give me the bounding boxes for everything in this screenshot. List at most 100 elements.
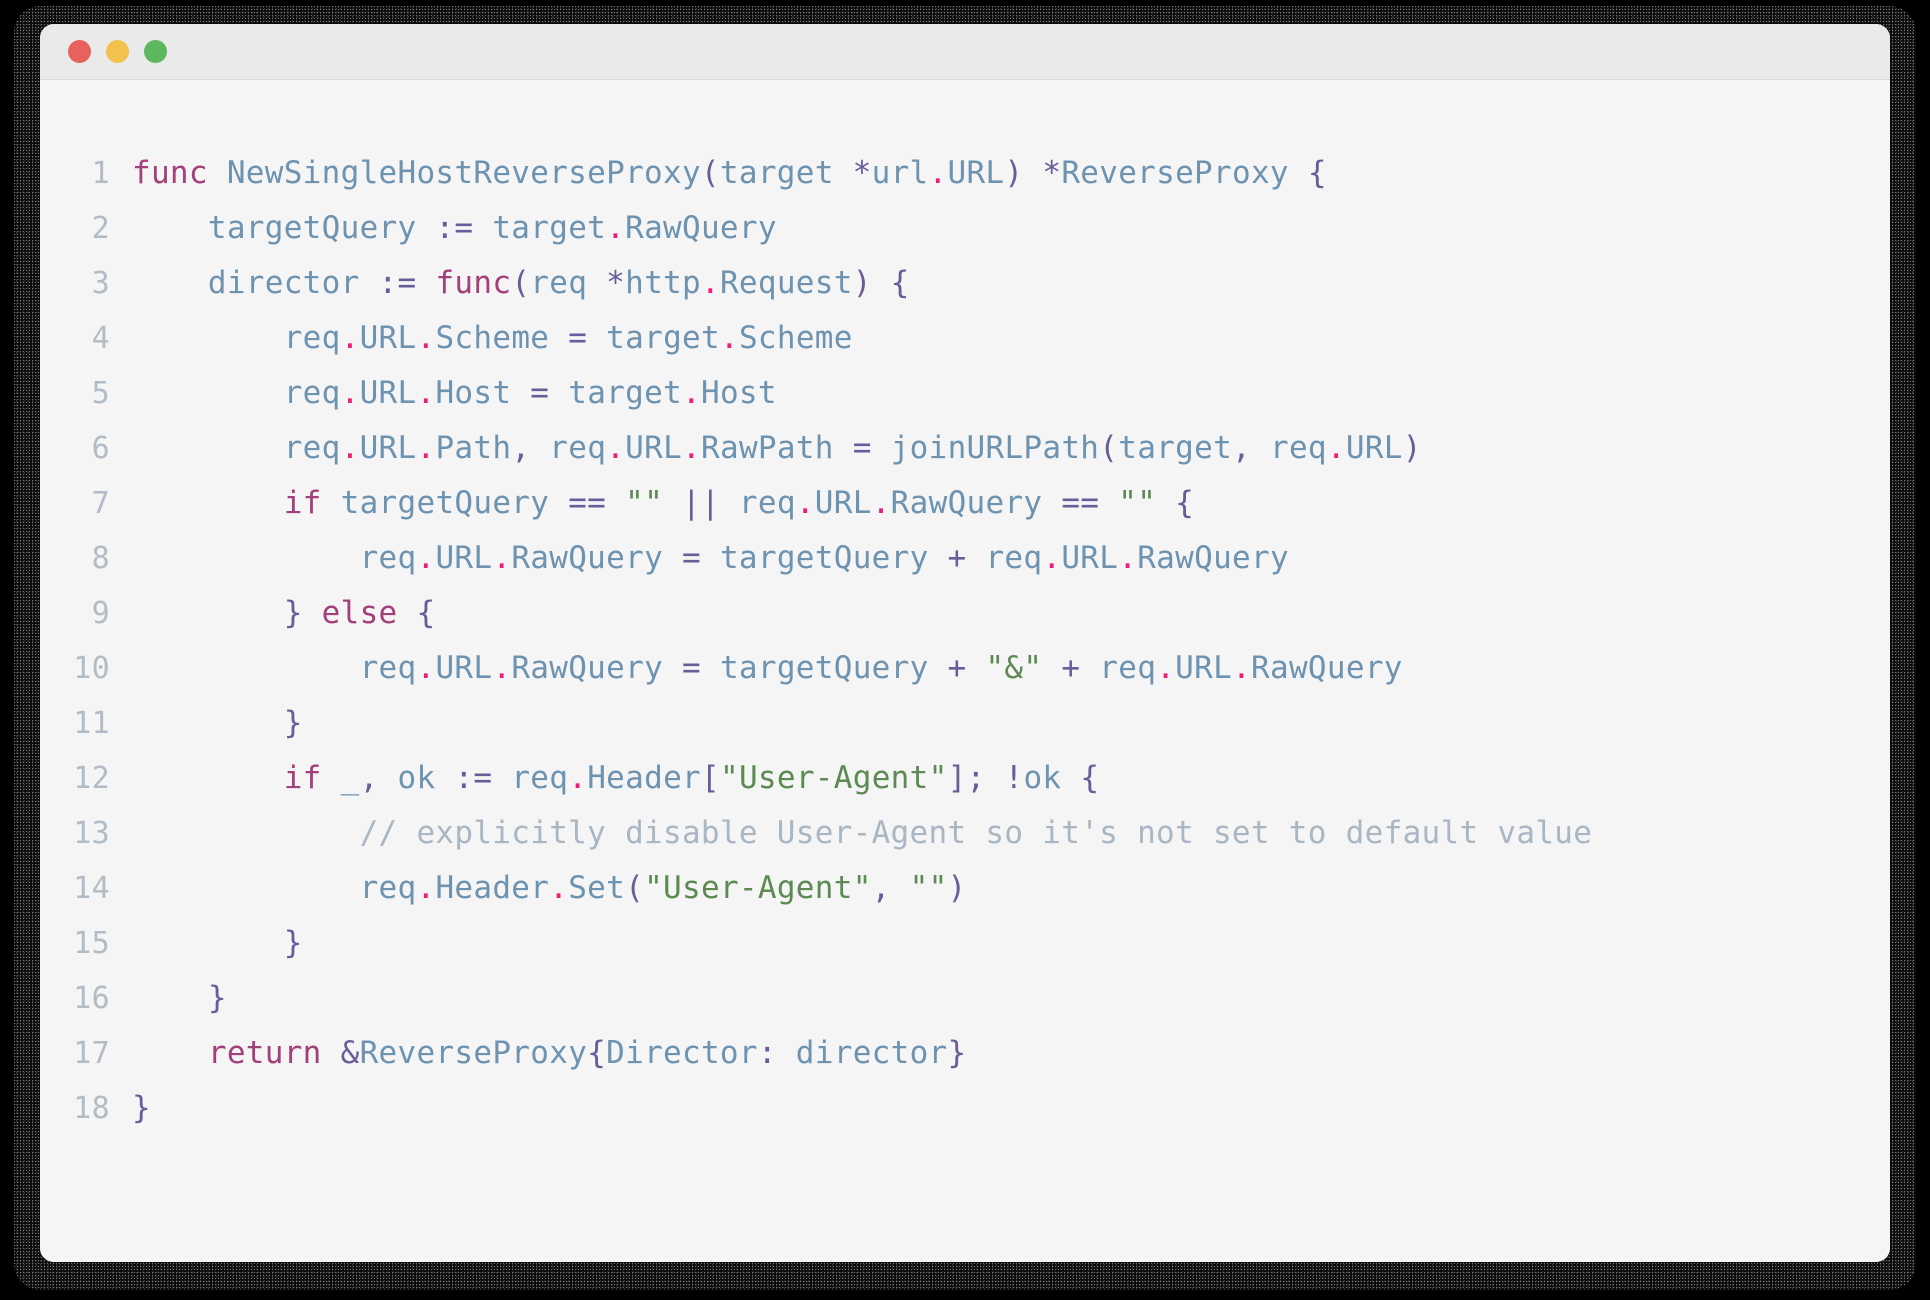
code-line: 6 req.URL.Path, req.URL.RawPath = joinUR… [40, 421, 1890, 476]
code-token-id: director [207, 265, 360, 301]
code-token-com: // explicitly disable User-Agent so it's… [359, 815, 1593, 851]
code-token-id [132, 760, 284, 796]
code-token-id [1251, 430, 1270, 466]
code-token-pun: ) [947, 870, 967, 906]
code-token-id: url [871, 155, 929, 191]
code-line-text: if targetQuery == "" || req.URL.RawQuery… [132, 476, 1194, 531]
code-token-dot2: . [549, 870, 569, 906]
code-token-pun: } [283, 705, 303, 741]
code-token-pun: + [947, 540, 967, 576]
code-token-id: req [1099, 650, 1157, 686]
code-token-id: Set [568, 870, 626, 906]
code-line: 3 director := func(req *http.Request) { [40, 256, 1890, 311]
code-token-id [511, 375, 530, 411]
line-number: 13 [73, 816, 110, 851]
code-token-id: targetQuery [207, 210, 417, 246]
code-line: 9 } else { [40, 586, 1890, 641]
window-titlebar[interactable] [40, 24, 1890, 80]
maximize-button[interactable] [144, 40, 167, 63]
code-token-id: target [719, 155, 834, 191]
code-token-pun: ( [700, 155, 720, 191]
code-token-dot2: . [340, 430, 360, 466]
code-token-id: _ [340, 760, 360, 796]
code-token-pun: { [890, 265, 910, 301]
code-token-id: req [738, 485, 796, 521]
code-line-text: // explicitly disable User-Agent so it's… [132, 806, 1592, 861]
code-token-id: URL [1175, 650, 1233, 686]
code-token-id: URL [814, 485, 872, 521]
code-token-id [132, 815, 360, 851]
code-token-id [473, 210, 492, 246]
code-token-pun: || [682, 485, 720, 521]
code-token-dot2: . [1232, 650, 1252, 686]
code-token-id: req [359, 650, 417, 686]
code-line: 17 return &ReverseProxy{Director: direct… [40, 1026, 1890, 1081]
code-token-pun: ; [966, 760, 986, 796]
code-token-dot2: . [700, 265, 720, 301]
code-line-text: if _, ok := req.Header["User-Agent"]; !o… [132, 751, 1099, 806]
code-line: 15 } [40, 916, 1890, 971]
line-number: 18 [73, 1091, 110, 1126]
code-token-kw: func [132, 155, 208, 191]
close-button[interactable] [68, 40, 91, 63]
minimize-button[interactable] [106, 40, 129, 63]
code-line-text: } else { [132, 586, 435, 641]
line-number: 1 [91, 156, 110, 191]
code-token-id [549, 375, 568, 411]
code-token-id [929, 650, 948, 686]
code-token-id [701, 650, 720, 686]
code-token-pun: : [757, 1035, 777, 1071]
code-line: 7 if targetQuery == "" || req.URL.RawQue… [40, 476, 1890, 531]
line-number: 11 [73, 706, 110, 741]
code-token-str: "User-Agent" [644, 870, 872, 906]
code-token-id [663, 540, 682, 576]
code-token-id [322, 760, 341, 796]
code-token-id: URL [435, 540, 493, 576]
code-line: 12 if _, ok := req.Header["User-Agent"];… [40, 751, 1890, 806]
code-token-id [1156, 485, 1175, 521]
code-line: 10 req.URL.RawQuery = targetQuery + "&" … [40, 641, 1890, 696]
code-token-id: req [359, 540, 417, 576]
code-token-dot2: . [795, 485, 815, 521]
code-token-id [132, 210, 208, 246]
code-token-pun: , [359, 760, 379, 796]
code-token-id [663, 650, 682, 686]
code-line-text: req.URL.RawQuery = targetQuery + req.URL… [132, 531, 1289, 586]
line-number: 14 [73, 871, 110, 906]
line-number: 2 [91, 211, 110, 246]
line-number: 3 [91, 266, 110, 301]
code-token-dot2: . [1118, 540, 1138, 576]
code-token-id: RawQuery [511, 650, 664, 686]
code-token-pun: ( [511, 265, 531, 301]
code-token-pun: ) [1402, 430, 1422, 466]
code-token-id: http [625, 265, 701, 301]
code-token-id: URL [1345, 430, 1403, 466]
code-token-id: req [549, 430, 607, 466]
code-token-id [1023, 155, 1042, 191]
code-token-id: director [795, 1035, 948, 1071]
code-line-text: } [132, 696, 303, 751]
code-token-pun: } [132, 1090, 151, 1126]
code-token-pun: ] [947, 760, 967, 796]
code-token-id [891, 870, 910, 906]
code-token-id [435, 760, 454, 796]
code-token-pun: } [947, 1035, 967, 1071]
code-token-dot2: . [492, 650, 512, 686]
code-token-pun: , [1232, 430, 1252, 466]
code-token-id: Header [435, 870, 550, 906]
code-token-id: URL [625, 430, 683, 466]
code-token-id [416, 210, 435, 246]
code-token-id: req [283, 320, 341, 356]
code-token-pun: & [340, 1035, 360, 1071]
code-token-id [1042, 485, 1061, 521]
code-line-text: req.URL.RawQuery = targetQuery + "&" + r… [132, 641, 1403, 696]
code-token-id [1099, 485, 1118, 521]
code-token-pun: := [435, 210, 474, 246]
code-token-id [587, 320, 606, 356]
code-line-text: } [132, 1081, 151, 1136]
code-token-id: target [492, 210, 607, 246]
code-token-pun: * [1042, 155, 1062, 191]
code-token-id: req [283, 430, 341, 466]
